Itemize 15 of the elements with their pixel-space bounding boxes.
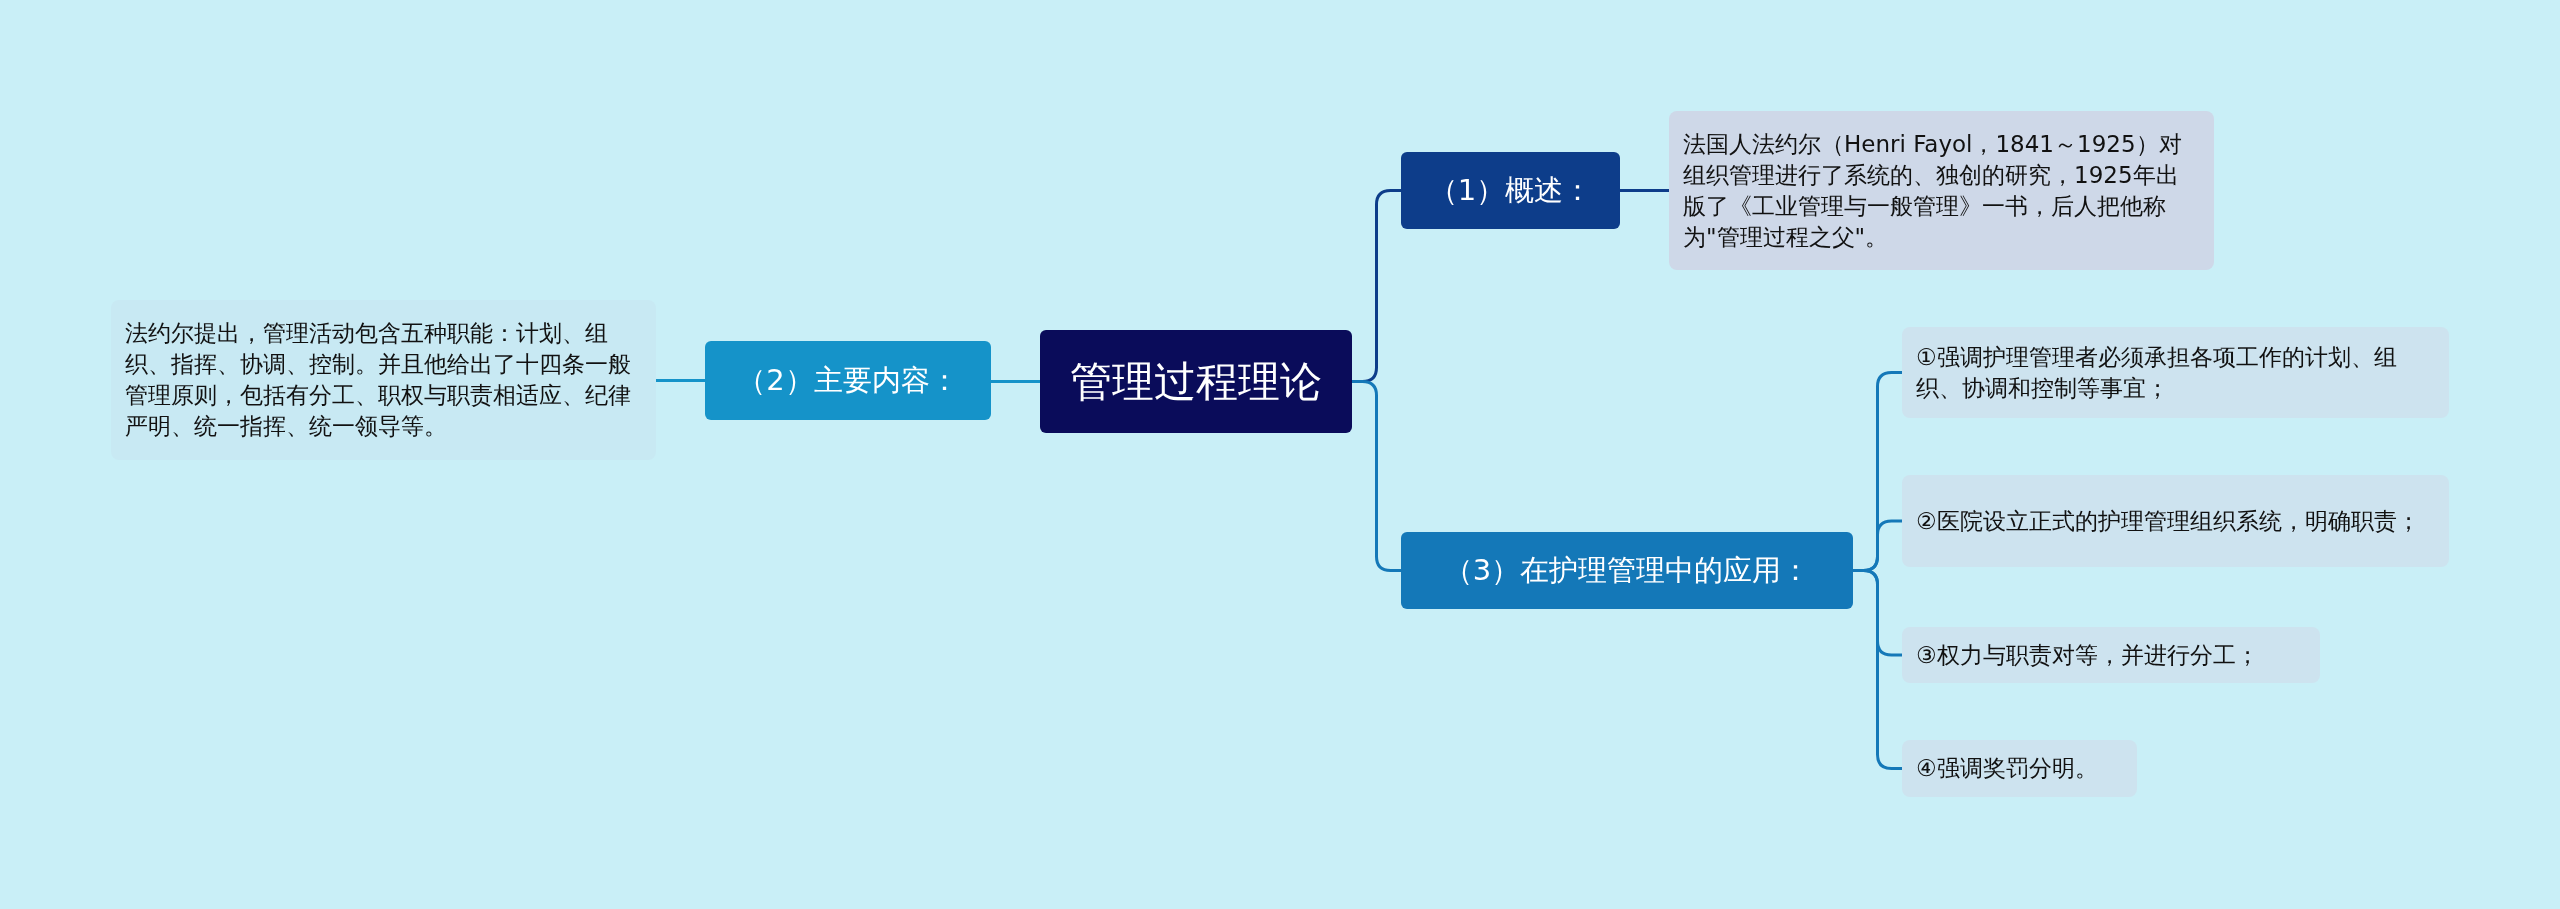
note-box: ④强调奖罚分明。 — [1902, 740, 2137, 797]
topic-box: （3）在护理管理中的应用： — [1401, 532, 1853, 609]
root-topic-box: 管理过程理论 — [1040, 330, 1352, 433]
note-box: ②医院设立正式的护理管理组织系统，明确职责； — [1902, 475, 2449, 567]
connector-line — [1853, 569, 1902, 770]
topic-box: （1）概述： — [1401, 152, 1620, 229]
note-box: 法约尔提出，管理活动包含五种职能：计划、组织、指挥、协调、控制。并且他给出了十四条一般管理原则，包括有分工、职权与职责相适应、纪律严明、统一指挥、统一领导等。 — [111, 300, 656, 460]
connector-line — [991, 380, 1040, 383]
connector-line — [1352, 380, 1401, 572]
note-box: ③权力与职责对等，并进行分工； — [1902, 627, 2320, 683]
connector-line — [1620, 189, 1669, 192]
topic-box: （2）主要内容： — [705, 341, 991, 420]
note-box: ①强调护理管理者必须承担各项工作的计划、组织、协调和控制等事宜； — [1902, 327, 2449, 418]
connector-line — [656, 379, 705, 382]
note-box: 法国人法约尔（Henri Fayol，1841～1925）对组织管理进行了系统的、独创的研究，1925年出版了《工业管理与一般管理》一书，后人把他称为"管理过程之父"。 — [1669, 111, 2214, 270]
